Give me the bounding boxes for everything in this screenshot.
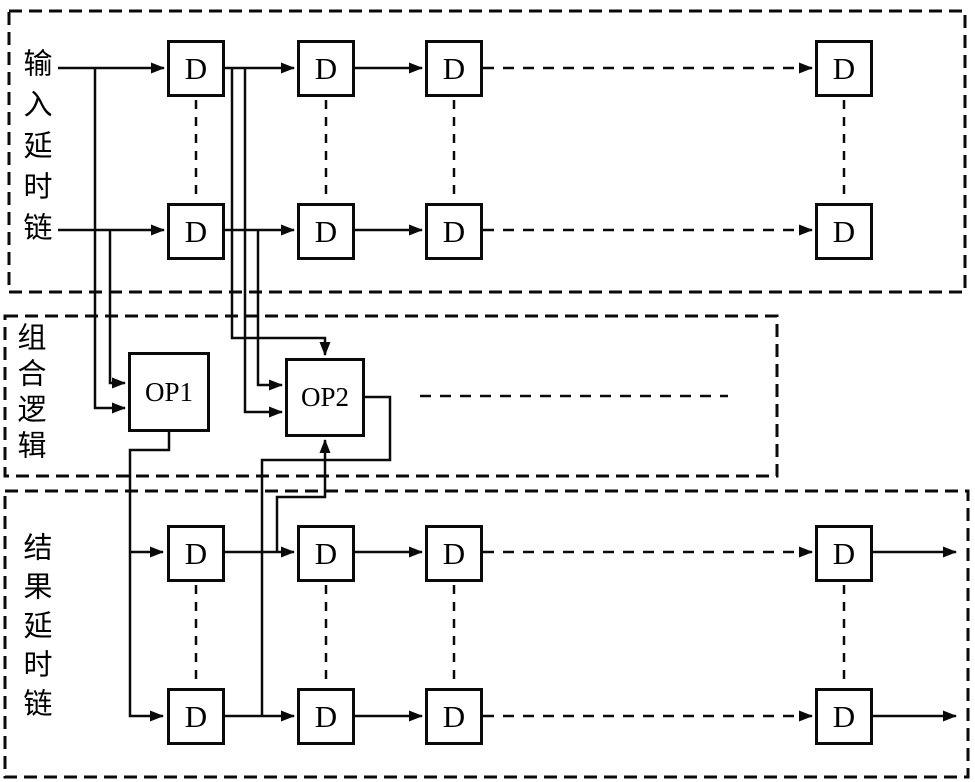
result-chain-label: 结果延时链 bbox=[19, 532, 51, 727]
dff-input-row1-2: D bbox=[297, 40, 355, 97]
dff-result-row2-3: D bbox=[425, 688, 483, 745]
dff-input-row2-n: D bbox=[815, 203, 873, 260]
comb-logic-label: 组合逻辑 bbox=[13, 322, 45, 466]
combinational-logic-section-border bbox=[3, 314, 779, 478]
dff-input-row1-n: D bbox=[815, 40, 873, 97]
op1-tap-from-input-2 bbox=[108, 230, 126, 389]
dff-result-row1-n: D bbox=[815, 525, 873, 582]
op2-feedback-from-result-chain bbox=[275, 439, 331, 552]
input-chain-label: 输入延时链 bbox=[19, 48, 51, 253]
dff-input-row2-3: D bbox=[425, 203, 483, 260]
op2-output bbox=[260, 395, 392, 716]
dff-result-row1-2: D bbox=[297, 525, 355, 582]
op1-tap-from-input-1 bbox=[93, 68, 126, 414]
dff-result-row2-2: D bbox=[297, 688, 355, 745]
dff-result-row2-1: D bbox=[167, 688, 225, 745]
dff-result-row2-n: D bbox=[815, 688, 873, 745]
op1-output bbox=[128, 432, 171, 722]
result-chain-section-border bbox=[3, 489, 970, 779]
dff-input-row2-1: D bbox=[167, 203, 225, 260]
dff-input-row1-1: D bbox=[167, 40, 225, 97]
op2-tap-1 bbox=[243, 68, 283, 418]
dff-input-row2-2: D bbox=[297, 203, 355, 260]
op1-block: OP1 bbox=[128, 352, 210, 432]
op2-tap-2 bbox=[256, 230, 283, 391]
op2-top-feed bbox=[230, 68, 331, 356]
dff-result-row1-1: D bbox=[167, 525, 225, 582]
dff-input-row1-3: D bbox=[425, 40, 483, 97]
op2-block: OP2 bbox=[285, 358, 365, 437]
dff-result-row1-3: D bbox=[425, 525, 483, 582]
